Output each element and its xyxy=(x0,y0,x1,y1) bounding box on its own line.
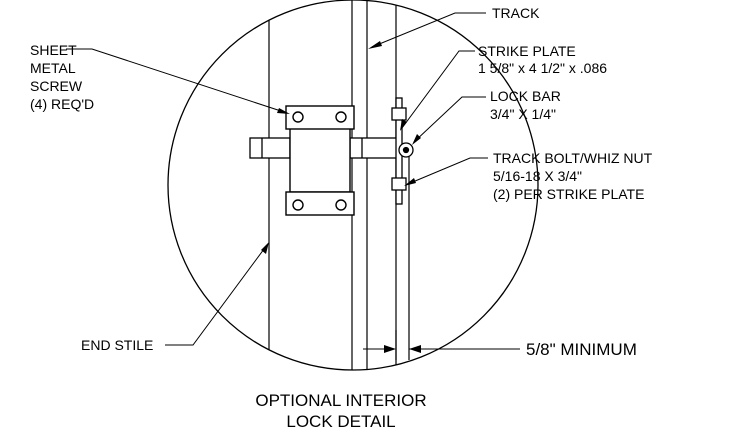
sheet-metal-screw-icon xyxy=(335,199,347,211)
strike-plate-leader xyxy=(401,50,475,129)
screw-label-line2: METAL xyxy=(30,60,76,76)
caption-line1: OPTIONAL INTERIOR xyxy=(255,391,426,410)
lock-body xyxy=(285,105,355,216)
track-bolt-label: TRACK BOLT/WHIZ NUT xyxy=(493,150,653,166)
arrowhead xyxy=(277,108,290,114)
screw-leader xyxy=(66,48,288,114)
caption-line2: LOCK DETAIL xyxy=(286,412,395,431)
leader-lines xyxy=(66,12,520,350)
screw-label-line4: (4) REQ'D xyxy=(30,96,94,112)
strike-plate-size: 1 5/8" x 4 1/2" x .086 xyxy=(478,60,607,76)
sheet-metal-screw-icon xyxy=(292,111,304,123)
screw-label-line3: SCREW xyxy=(30,78,83,94)
lock-bar-size: 3/4" X 1/4" xyxy=(490,106,556,122)
strike-plate-assembly xyxy=(391,97,414,205)
track-bolt-size: 5/16-18 X 3/4" xyxy=(493,168,582,184)
track-bolt-qty: (2) PER STRIKE PLATE xyxy=(493,186,644,202)
arrowhead xyxy=(400,119,407,131)
arrowhead xyxy=(368,41,382,49)
sheet-metal-screw-icon xyxy=(335,111,347,123)
track-bolt-head-lower xyxy=(391,177,407,191)
arrowhead xyxy=(412,134,421,145)
screw-label-line1: SHEET xyxy=(30,42,77,58)
detail-circle xyxy=(167,0,539,371)
track-bolt-leader xyxy=(407,157,488,185)
arrowheads xyxy=(261,41,421,353)
arrowhead xyxy=(409,345,421,353)
bottom-mounting-plate xyxy=(285,191,355,216)
lock-bar-leader xyxy=(413,96,486,143)
top-mounting-plate xyxy=(285,105,355,130)
arrowhead xyxy=(404,178,416,186)
minimum-dimension-label: 5/8" MINIMUM xyxy=(526,340,637,359)
lock-housing xyxy=(289,127,351,193)
end-stile-label: END STILE xyxy=(81,337,153,353)
arrowhead xyxy=(261,242,269,254)
strike-plate-label: STRIKE PLATE xyxy=(478,43,576,59)
arrowhead xyxy=(384,345,396,353)
track-leader xyxy=(371,12,486,48)
sheet-metal-screw-icon xyxy=(292,199,304,211)
end-stile-leader xyxy=(165,244,268,346)
track-label: TRACK xyxy=(492,5,540,21)
track-bolt-head-upper xyxy=(391,107,407,121)
lock-bar-label: LOCK BAR xyxy=(490,88,561,104)
